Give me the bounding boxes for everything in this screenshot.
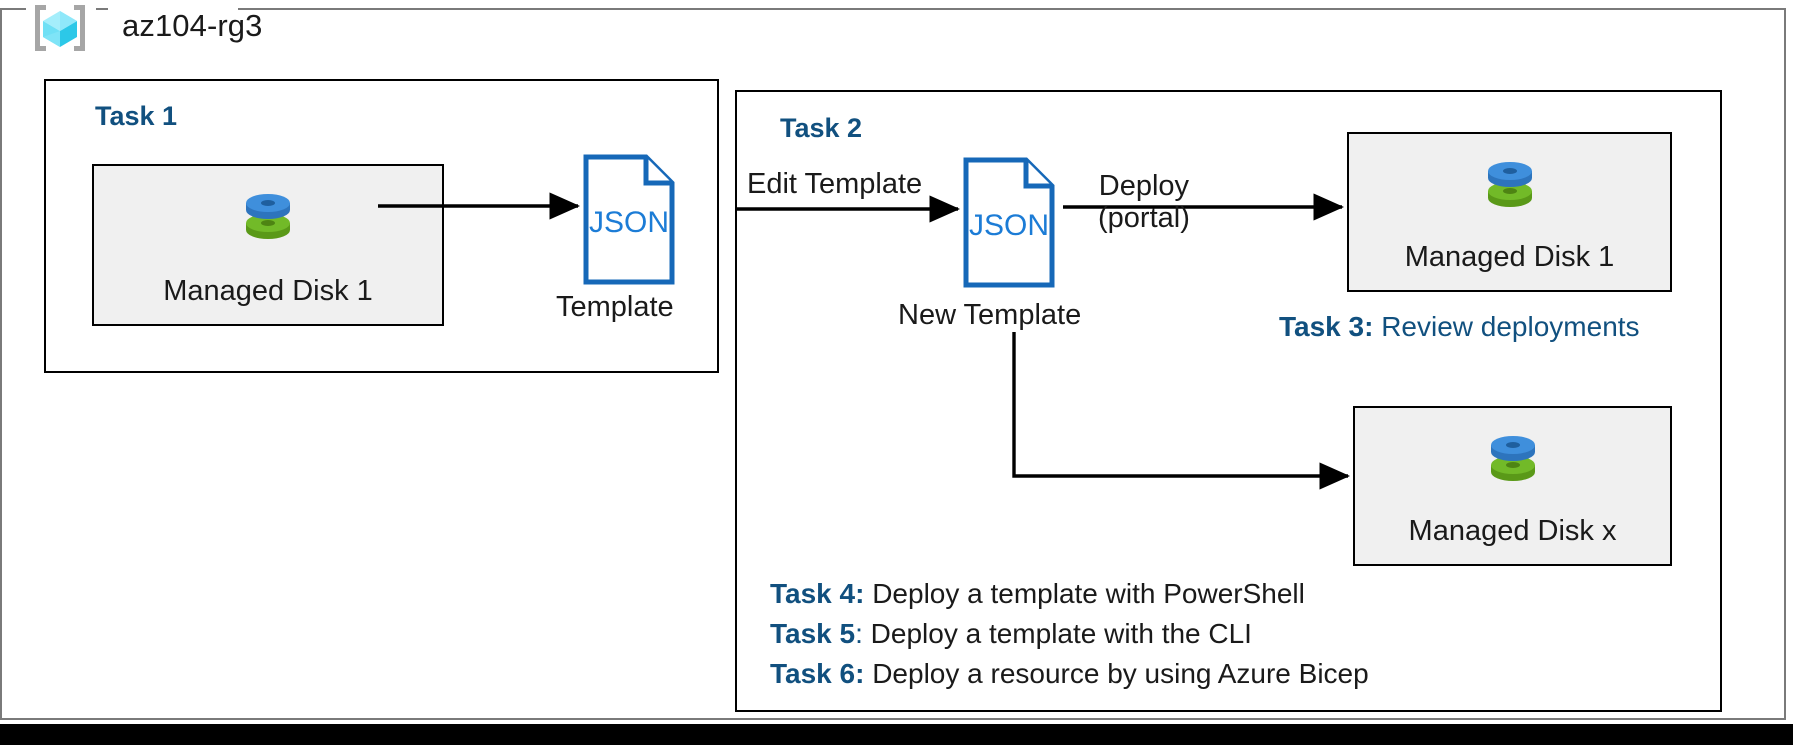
edge-label-deploy-line2: (portal) [1098, 202, 1190, 235]
task-2-heading: Task 2 [780, 113, 863, 143]
azure-resource-group-icon [32, 2, 88, 54]
task-5-key: Task 5 [770, 618, 856, 649]
edge-label-deploy: Deploy (portal) [1098, 170, 1190, 235]
managed-disk-label: Managed Disk 1 [163, 275, 373, 307]
task-6-note: Task 6: Deploy a resource by using Azure… [770, 658, 1369, 690]
svg-text:JSON: JSON [589, 206, 669, 239]
task-5-note: Task 5: Deploy a template with the CLI [770, 618, 1252, 650]
edge-label-edit-template: Edit Template [747, 168, 923, 200]
managed-disk-card-source: Managed Disk 1 [92, 164, 444, 326]
managed-disk-label: Managed Disk 1 [1404, 241, 1615, 273]
task-4-text: Deploy a template with PowerShell [864, 578, 1305, 609]
task-1-heading: Task 1 [95, 101, 178, 131]
task-6-text: Deploy a resource by using Azure Bicep [864, 658, 1369, 689]
json-template-icon-2: JSON [963, 157, 1055, 288]
task-3-key: Task 3: [1279, 311, 1374, 342]
svg-text:JSON: JSON [969, 209, 1049, 242]
frame-gap-title [108, 2, 238, 16]
json-template-icon-1: JSON [583, 154, 675, 285]
task-6-key: Task 6: [770, 658, 865, 689]
task-4-key: Task 4: [770, 578, 865, 609]
managed-disk-icon [1479, 152, 1541, 214]
task-4-note: Task 4: Deploy a template with PowerShel… [770, 578, 1305, 610]
task-5-separator: : [855, 618, 863, 649]
resource-group-title: az104-rg3 [122, 8, 263, 43]
template-caption: Template [556, 291, 674, 323]
managed-disk-icon [1482, 426, 1544, 488]
managed-disk-label: Managed Disk x [1408, 515, 1617, 547]
task-3-note: Task 3: Review deployments [1279, 311, 1640, 343]
task-3-text: Review deployments [1373, 311, 1640, 342]
managed-disk-icon [237, 184, 299, 246]
new-template-caption: New Template [898, 299, 1082, 331]
edge-label-deploy-line1: Deploy [1098, 170, 1190, 202]
task-5-text: Deploy a template with the CLI [862, 618, 1252, 649]
managed-disk-card-portal: Managed Disk 1 [1347, 132, 1672, 292]
managed-disk-card-scripted: Managed Disk x [1353, 406, 1672, 566]
bottom-bar [0, 724, 1793, 745]
